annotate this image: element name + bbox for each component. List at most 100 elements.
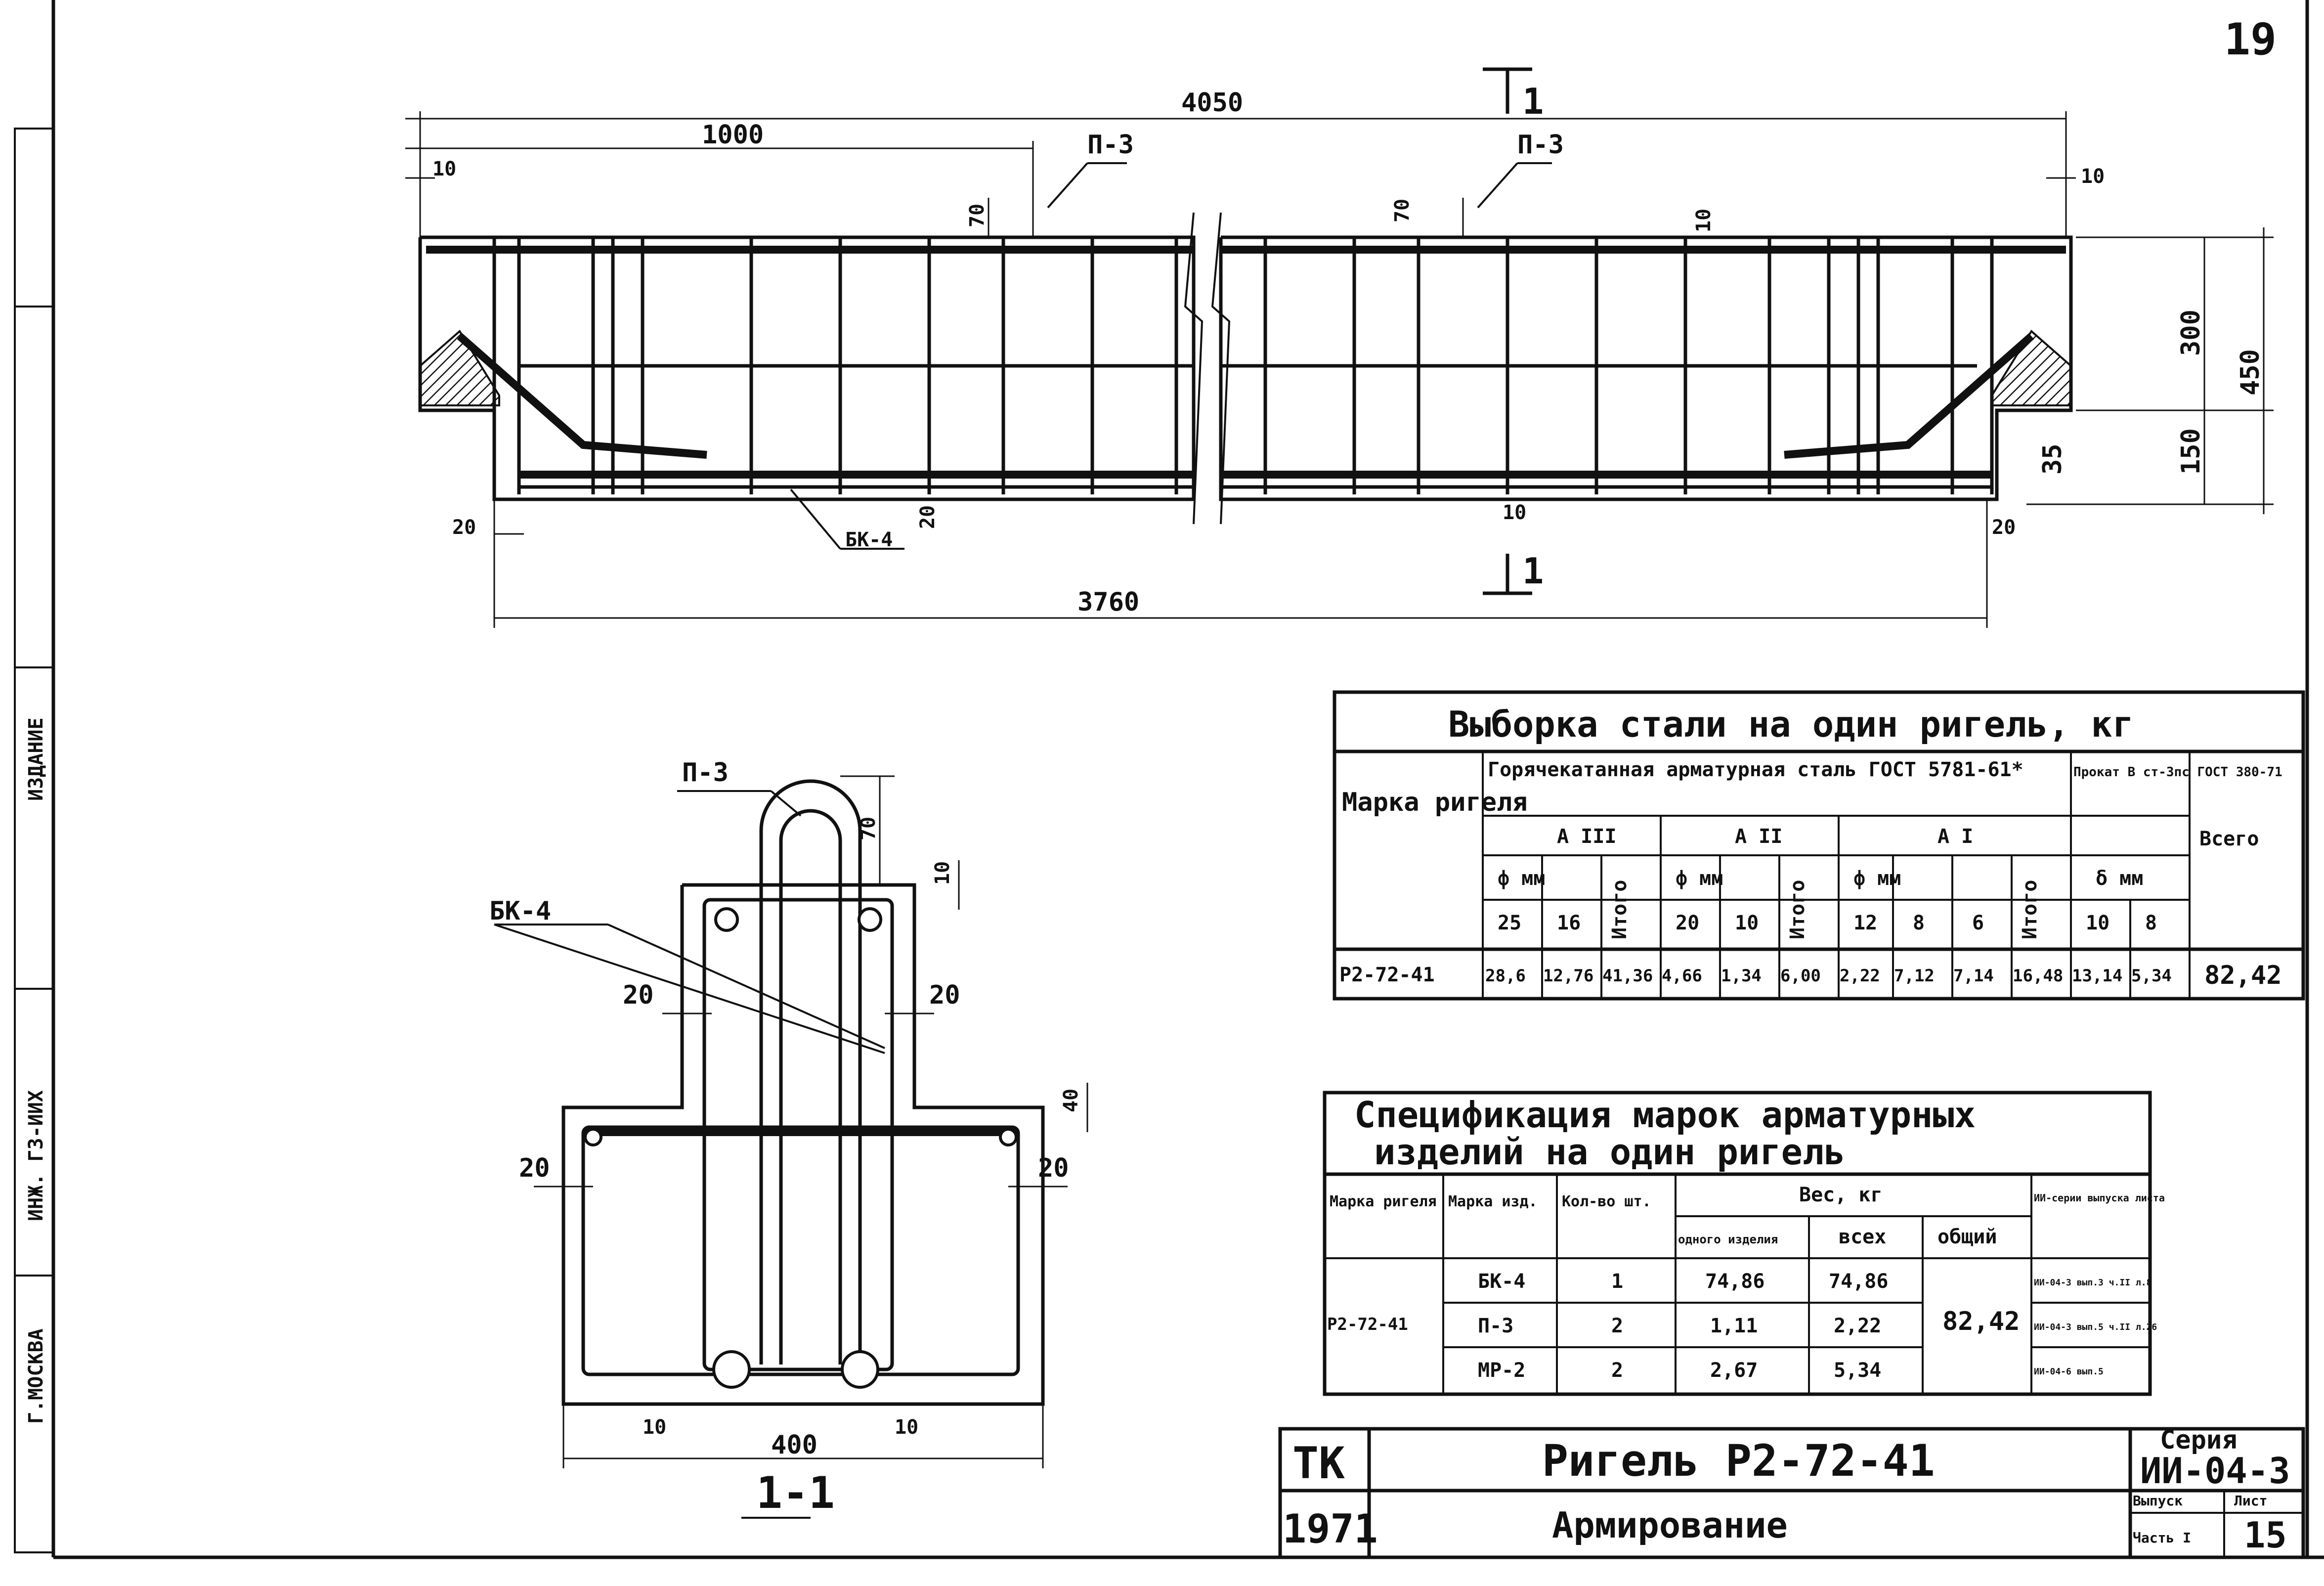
spec-all: 2,22 <box>1834 1315 1881 1337</box>
spec-col-item: Марка изд. <box>1448 1193 1538 1210</box>
section-dim-40: 40 <box>1060 1089 1082 1112</box>
dim-end-right: 10 <box>2081 165 2105 188</box>
steel-col-mark: Марка ригеля <box>1342 788 1528 817</box>
spec-one: 74,86 <box>1705 1270 1765 1293</box>
steel-cell: 13,14 <box>2072 966 2122 986</box>
steel-cell: 5,34 <box>2131 966 2172 986</box>
margin-text-3: Г.МОСКВА <box>25 1328 47 1424</box>
steel-row-total: 82,42 <box>2204 961 2282 990</box>
steel-delta: δ мм <box>2096 867 2143 890</box>
section-dim-10-top: 10 <box>931 861 954 885</box>
spec-table: Спецификация марок арматурных изделий на… <box>1323 1091 2165 1396</box>
spec-col-total: общий <box>1937 1226 1997 1248</box>
spec-col-qty: Кол-во шт. <box>1562 1193 1651 1210</box>
steel-dia: 10 <box>2086 912 2109 934</box>
spec-qty: 2 <box>1611 1359 1623 1382</box>
issue-value: Часть I <box>2133 1530 2191 1546</box>
label-bk4: БК-4 <box>845 529 893 551</box>
sheet-label: Лист <box>2234 1493 2267 1509</box>
sheet-value: 15 <box>2244 1514 2287 1556</box>
steel-itogo-2: Итого <box>1786 880 1809 939</box>
steel-class-3: А I <box>1937 825 1973 848</box>
spec-mark: Р2-72-41 <box>1327 1315 1408 1334</box>
spec-ref: ИИ-04-3 вып.5 ч.II л.26 <box>2034 1322 2157 1332</box>
dim-height-total: 450 <box>2236 349 2265 396</box>
section-title: 1-1 <box>756 1467 835 1518</box>
label-p3-right: П-3 <box>1517 130 1564 160</box>
section-label-bk4: БК-4 <box>489 896 551 926</box>
elevation-view: 1 1 4050 1000 3760 10 10 70 70 10 300 45… <box>405 67 2274 628</box>
title-main: Ригель Р2-72-41 <box>1542 1435 1935 1486</box>
dim-bottom-35: 35 <box>2038 443 2067 475</box>
steel-cell: 16,48 <box>2013 966 2063 986</box>
spec-item: П-3 <box>1478 1315 1513 1337</box>
steel-dia: 10 <box>1735 912 1759 934</box>
steel-col-total: Всего <box>2199 828 2259 850</box>
page-number: 19 <box>2224 14 2277 65</box>
series-label: Серия <box>2160 1425 2238 1455</box>
dim-height-lower: 150 <box>2176 428 2206 475</box>
section-dim-20-right-web: 20 <box>929 980 960 1010</box>
spec-item: МР-2 <box>1478 1359 1525 1382</box>
spec-one: 1,11 <box>1710 1315 1758 1337</box>
section-label-p3: П-3 <box>682 758 729 788</box>
title-org: ТК <box>1292 1438 1345 1489</box>
steel-class-2: А II <box>1735 825 1782 848</box>
steel-cell: 28,6 <box>1485 966 1526 986</box>
dim-10-mid: 10 <box>1503 501 1526 524</box>
issue-label: Выпуск <box>2133 1493 2183 1509</box>
series-value: ИИ-04-3 <box>2140 1450 2290 1492</box>
section-dim-70: 70 <box>857 817 880 840</box>
section-dim-400: 400 <box>771 1430 818 1460</box>
dim-bottom: 3760 <box>1077 587 1139 617</box>
steel-row-mark: Р2-72-41 <box>1339 964 1435 986</box>
title-year: 1971 <box>1283 1506 1378 1552</box>
dim-end-left: 10 <box>432 158 456 180</box>
dim-cover-top-mid: 70 <box>1391 199 1414 222</box>
steel-dia: 12 <box>1853 912 1877 934</box>
steel-cell: 12,76 <box>1543 966 1593 986</box>
steel-phi-3: ф мм <box>1853 867 1901 890</box>
dim-20-right: 20 <box>1992 516 2016 539</box>
steel-class-1: А III <box>1557 825 1616 848</box>
steel-itogo-1: Итого <box>1608 880 1631 939</box>
steel-dia: 25 <box>1498 912 1521 934</box>
steel-cell: 4,66 <box>1662 966 1702 986</box>
spec-col-one: одного изделия <box>1678 1233 1778 1246</box>
spec-all: 74,86 <box>1829 1270 1888 1293</box>
section-mark-bottom: 1 <box>1522 550 1544 592</box>
steel-phi-1: ф мм <box>1498 867 1545 890</box>
section-mark-top: 1 <box>1522 81 1544 122</box>
margin-text-2: ИНЖ. ГЗ-ИИХ <box>25 1090 47 1221</box>
spec-title-2: изделий на один ригель <box>1374 1131 1846 1173</box>
section-dim-20-left-web: 20 <box>623 980 654 1010</box>
steel-table-title: Выборка стали на один ригель, кг <box>1448 704 2134 745</box>
section-dim-20-right-flange: 20 <box>1038 1153 1069 1183</box>
dim-cover-mid2: 10 <box>1692 209 1715 232</box>
spec-col-mark: Марка ригеля <box>1330 1193 1437 1210</box>
spec-ref: ИИ-04-6 вып.5 <box>2034 1366 2104 1377</box>
steel-table: Выборка стали на один ригель, кг Марка р… <box>1333 690 2305 1001</box>
steel-cell: 7,12 <box>1894 966 1935 986</box>
dim-cover-top-left: 70 <box>966 204 989 227</box>
steel-cell: 1,34 <box>1721 966 1762 986</box>
dim-20-under: 20 <box>916 505 939 529</box>
title-block: ТК 1971 Ригель Р2-72-41 Армирование Сери… <box>1278 1425 2305 1559</box>
steel-cell: 2,22 <box>1840 966 1880 986</box>
section-1-1: 1-1 П-3 БК-4 70 10 20 20 20 20 40 400 10… <box>489 758 1088 1519</box>
steel-itogo-3: Итого <box>2019 880 2041 939</box>
spec-all: 5,34 <box>1834 1359 1881 1382</box>
dim-20-left: 20 <box>452 516 476 539</box>
spec-item: БК-4 <box>1478 1270 1525 1293</box>
steel-group-prokat: Прокат В ст-3пс ГОСТ 380-71 <box>2073 765 2282 780</box>
spec-col-all: всех <box>1839 1226 1886 1248</box>
spec-qty: 2 <box>1611 1315 1623 1337</box>
steel-dia: 6 <box>1972 912 1984 934</box>
steel-dia: 16 <box>1557 912 1581 934</box>
spec-col-weight: Вес, кг <box>1799 1184 1883 1206</box>
spec-qty: 1 <box>1611 1270 1623 1293</box>
steel-phi-2: ф мм <box>1676 867 1723 890</box>
steel-dia: 8 <box>1913 912 1925 934</box>
dim-total: 4050 <box>1181 88 1243 118</box>
